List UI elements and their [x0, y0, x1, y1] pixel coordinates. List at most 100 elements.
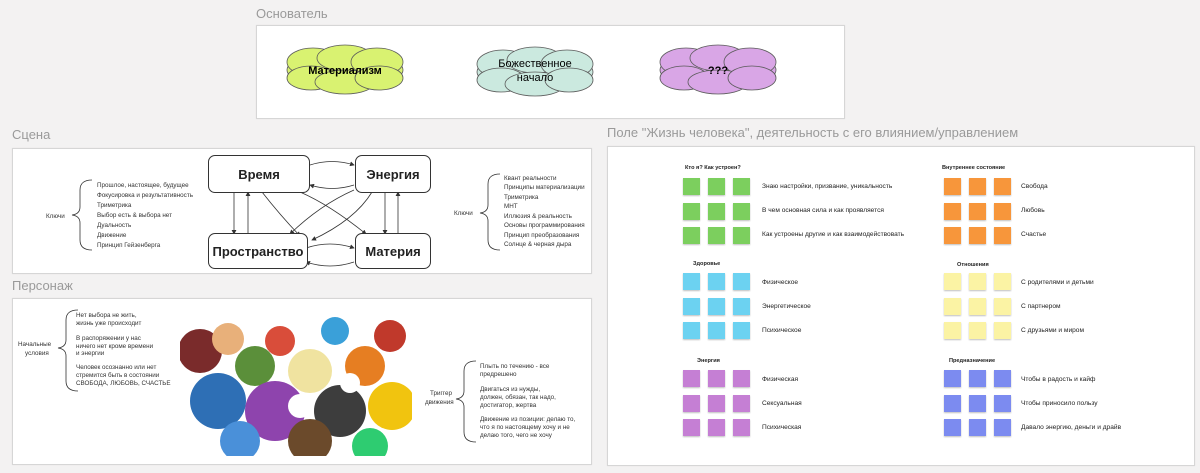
key-left-item: Выбор есть & выбора нет [97, 211, 172, 219]
sticky-note-orange[interactable] [969, 178, 986, 195]
group-title: Отношения [957, 262, 989, 268]
start-item-line: жизнь уже происходит [76, 320, 142, 327]
sticky-note-orange[interactable] [994, 227, 1011, 244]
cloud-divine-text-2: начало [517, 72, 553, 84]
sticky-note-orange[interactable] [994, 178, 1011, 195]
sticky-note-purple[interactable] [683, 370, 700, 387]
start-item-line: стремится быть в состоянии [76, 371, 160, 379]
row-label: Чтобы приносило пользу [1021, 400, 1098, 407]
sticky-note-purple[interactable] [708, 370, 725, 387]
sticky-note-green[interactable] [733, 178, 750, 195]
sticky-note-purple[interactable] [733, 395, 750, 412]
sticky-note-indigo[interactable] [969, 419, 986, 436]
frame-title-scene: Сцена [12, 127, 51, 142]
sticky-note-orange[interactable] [969, 203, 986, 220]
row-label: Психическая [762, 424, 802, 431]
key-left-item: Движение [97, 232, 127, 239]
group-title: Предназначение [949, 358, 996, 364]
row-label: С партнером [1021, 303, 1061, 310]
characters-collage-image[interactable] [180, 311, 412, 456]
sticky-note-purple[interactable] [708, 395, 725, 412]
cloud-materialism-text: Материализм [308, 65, 382, 77]
sticky-note-purple[interactable] [733, 370, 750, 387]
sticky-note-yellow[interactable] [994, 322, 1011, 339]
sticky-note-orange[interactable] [969, 227, 986, 244]
row-label: Как устроены другие и как взаимодействов… [762, 231, 905, 238]
key-right-item: Триметрика [504, 194, 539, 201]
sticky-note-blue[interactable] [733, 322, 750, 339]
trigger-label-2: движения [425, 399, 454, 406]
sticky-note-green[interactable] [683, 203, 700, 220]
start-label-2: условия [25, 350, 49, 357]
sticky-note-yellow[interactable] [969, 322, 986, 339]
sticky-note-yellow[interactable] [969, 273, 986, 290]
node-space[interactable]: Пространство [208, 233, 308, 269]
sticky-note-purple[interactable] [708, 419, 725, 436]
frame-title-life: Поле "Жизнь человека", деятельность с ег… [607, 125, 1019, 140]
sticky-note-blue[interactable] [733, 273, 750, 290]
sticky-note-yellow[interactable] [944, 322, 961, 339]
sticky-note-indigo[interactable] [969, 370, 986, 387]
sticky-note-blue[interactable] [683, 273, 700, 290]
row-label: Знаю настройки, призвание, уникальность [762, 183, 893, 190]
cloud-unknown-text: ??? [708, 65, 728, 77]
node-matter[interactable]: Материя [355, 233, 431, 269]
row-label: С родителями и детьми [1021, 279, 1094, 286]
sticky-note-blue[interactable] [683, 322, 700, 339]
key-right-item: Основы программирования [504, 222, 585, 229]
sticky-note-green[interactable] [708, 178, 725, 195]
sticky-note-blue[interactable] [733, 298, 750, 315]
start-item-line: и энергии [76, 350, 105, 357]
sticky-note-blue[interactable] [708, 298, 725, 315]
sticky-note-orange[interactable] [944, 203, 961, 220]
sticky-note-green[interactable] [683, 227, 700, 244]
sticky-note-blue[interactable] [708, 322, 725, 339]
key-right-item: Солнце & черная дыра [504, 241, 572, 248]
sticky-note-orange[interactable] [994, 203, 1011, 220]
node-energy[interactable]: Энергия [355, 155, 431, 193]
sticky-note-yellow[interactable] [969, 298, 986, 315]
start-item-line: ничего нет кроме времени [76, 343, 154, 350]
row-label: Физическая [762, 376, 799, 383]
keys-right-label: Ключи [454, 210, 473, 217]
sticky-note-indigo[interactable] [969, 395, 986, 412]
sticky-note-orange[interactable] [944, 178, 961, 195]
sticky-note-blue[interactable] [708, 273, 725, 290]
sticky-note-green[interactable] [708, 203, 725, 220]
sticky-note-green[interactable] [683, 178, 700, 195]
sticky-note-indigo[interactable] [944, 395, 961, 412]
sticky-note-indigo[interactable] [994, 419, 1011, 436]
sticky-note-green[interactable] [708, 227, 725, 244]
sticky-note-indigo[interactable] [944, 370, 961, 387]
start-item-line: Нет выбора не жить, [76, 311, 137, 319]
sticky-note-indigo[interactable] [994, 395, 1011, 412]
sticky-note-indigo[interactable] [944, 419, 961, 436]
row-label: В чем основная сила и как проявляется [762, 207, 884, 214]
trigger-item-line: Движение из позиции: делаю то, [480, 416, 576, 423]
sticky-note-yellow[interactable] [994, 298, 1011, 315]
sticky-note-green[interactable] [733, 227, 750, 244]
trigger-item-line: Плыть по течению - все [480, 363, 550, 370]
sticky-note-indigo[interactable] [994, 370, 1011, 387]
row-label: Энергетическое [762, 303, 811, 310]
key-right-item: МНТ [504, 203, 518, 210]
row-label: Давало энергию, деньги и драйв [1021, 424, 1122, 431]
group-title: Внутреннее состояние [942, 165, 1006, 171]
sticky-note-yellow[interactable] [994, 273, 1011, 290]
node-time[interactable]: Время [208, 155, 310, 193]
frame-title-founder: Основатель [256, 6, 328, 21]
start-item-line: Человек осознанно или нет [76, 364, 156, 371]
sticky-note-yellow[interactable] [944, 273, 961, 290]
frame-life[interactable] [607, 146, 1195, 466]
key-right-item: Принцип преобразования [504, 231, 579, 239]
sticky-note-purple[interactable] [683, 395, 700, 412]
sticky-note-purple[interactable] [683, 419, 700, 436]
sticky-note-yellow[interactable] [944, 298, 961, 315]
sticky-note-green[interactable] [733, 203, 750, 220]
sticky-note-blue[interactable] [683, 298, 700, 315]
sticky-note-purple[interactable] [733, 419, 750, 436]
key-left-item: Принцип Гейзенберга [97, 241, 161, 249]
sticky-note-orange[interactable] [944, 227, 961, 244]
